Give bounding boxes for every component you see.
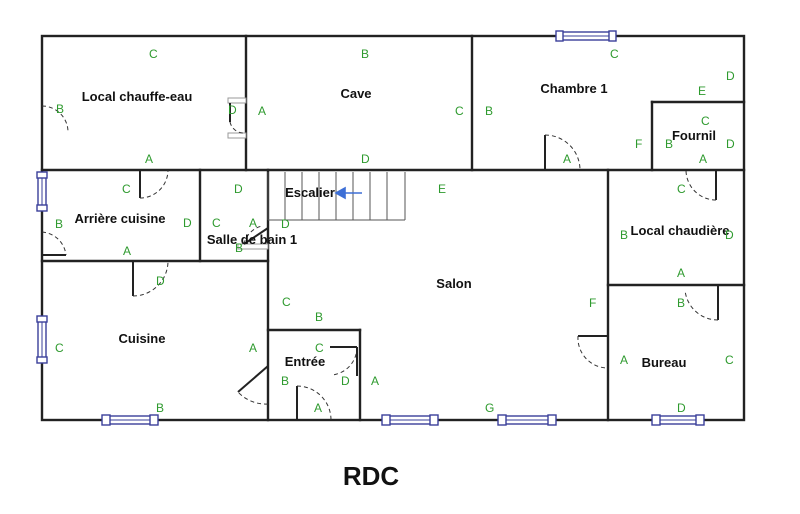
room-label-fournil: Fournil <box>672 128 716 143</box>
wall-tag: D <box>156 274 165 288</box>
wall-tag: D <box>677 401 686 415</box>
wall-tag: D <box>281 217 290 231</box>
room-label-local-chauffe-eau: Local chauffe-eau <box>82 89 193 104</box>
room-label-chambre-1: Chambre 1 <box>540 81 607 96</box>
wall-tag: G <box>485 401 494 415</box>
wall-tag: A <box>258 104 266 118</box>
window-cuisine-bottom <box>101 414 159 426</box>
wall-tag: D <box>234 182 243 196</box>
wall-tag: D <box>725 228 734 242</box>
staircase <box>267 172 406 221</box>
window-bureau-bottom <box>651 414 705 426</box>
wall-tags: C B D A B C D C D B E F A C B D A A C B … <box>55 47 735 415</box>
wall-tag: C <box>212 216 221 230</box>
wall-tag: C <box>701 114 710 128</box>
wall-tag: C <box>122 182 131 196</box>
wall-tag: E <box>438 182 446 196</box>
wall-tag: B <box>281 374 289 388</box>
window-salon-bottom-2 <box>497 414 557 426</box>
room-label-escalier: Escalier <box>285 185 335 200</box>
wall-tag: A <box>314 401 322 415</box>
wall-tag: C <box>610 47 619 61</box>
wall-tag: B <box>156 401 164 415</box>
door-entree-bottom <box>296 385 332 421</box>
wall-tag: B <box>361 47 369 61</box>
room-label-salon: Salon <box>436 276 471 291</box>
wall-tag: B <box>235 241 243 255</box>
wall-tag: D <box>726 137 735 151</box>
door-entree-inner <box>330 346 358 376</box>
wall-tag: B <box>665 137 673 151</box>
wall-tag: A <box>371 374 379 388</box>
stair-arrow <box>334 186 362 200</box>
door-cuisine <box>132 260 169 297</box>
wall-tag: C <box>677 182 686 196</box>
wall-tag: D <box>361 152 370 166</box>
window-arriere-left <box>36 171 48 212</box>
door-sdb <box>237 225 269 250</box>
wall-tag: A <box>620 353 628 367</box>
room-label-local-chaudiere: Local chaudière <box>631 223 730 238</box>
wall-tag: B <box>485 104 493 118</box>
wall-tag: A <box>145 152 153 166</box>
wall-tag: C <box>725 353 734 367</box>
door-fournil <box>685 169 717 201</box>
wall-tag: C <box>282 295 291 309</box>
wall-tag: D <box>183 216 192 230</box>
wall-tag: C <box>455 104 464 118</box>
window-chambre-top <box>555 30 617 42</box>
room-label-entree: Entrée <box>285 354 325 369</box>
door-arriere-left <box>41 231 67 256</box>
wall-tag: A <box>677 266 685 280</box>
door-bureau-salon <box>577 335 609 369</box>
wall-tag: A <box>699 152 707 166</box>
wall-tag: B <box>677 296 685 310</box>
room-label-bureau: Bureau <box>642 355 687 370</box>
wall-tag: D <box>341 374 350 388</box>
wall-tag: D <box>726 69 735 83</box>
wall-tag: B <box>620 228 628 242</box>
room-label-arriere-cuisine: Arrière cuisine <box>74 211 165 226</box>
wall-tag: B <box>55 217 63 231</box>
wall-tag: C <box>149 47 158 61</box>
wall-tag: A <box>249 341 257 355</box>
wall-tag: A <box>563 152 571 166</box>
wall-tag: B <box>56 102 64 116</box>
wall-tag: F <box>589 296 596 310</box>
floor-title: RDC <box>343 461 400 491</box>
wall-tag: A <box>123 244 131 258</box>
room-label-cuisine: Cuisine <box>119 331 166 346</box>
windows <box>36 30 705 426</box>
wall-tag: C <box>315 341 324 355</box>
door-chambre <box>544 134 581 171</box>
door-arriere-cuisine <box>139 169 169 199</box>
door-salon-entree <box>237 365 269 405</box>
window-cuisine-left <box>36 315 48 364</box>
door-chauffe-eau-left <box>41 105 69 133</box>
wall-tag: D <box>228 103 237 117</box>
wall-tag: B <box>315 310 323 324</box>
wall-tag: A <box>249 216 257 230</box>
room-label-salle-de-bain-1: Salle de bain 1 <box>207 232 297 247</box>
room-label-cave: Cave <box>340 86 371 101</box>
door-bureau-chaudiere <box>684 285 719 321</box>
wall-tag: E <box>698 84 706 98</box>
wall-tag: C <box>55 341 64 355</box>
wall-tag: F <box>635 137 642 151</box>
doors <box>41 97 719 421</box>
window-salon-bottom-1 <box>381 414 439 426</box>
door-chauffe-eau-cave <box>227 97 247 139</box>
